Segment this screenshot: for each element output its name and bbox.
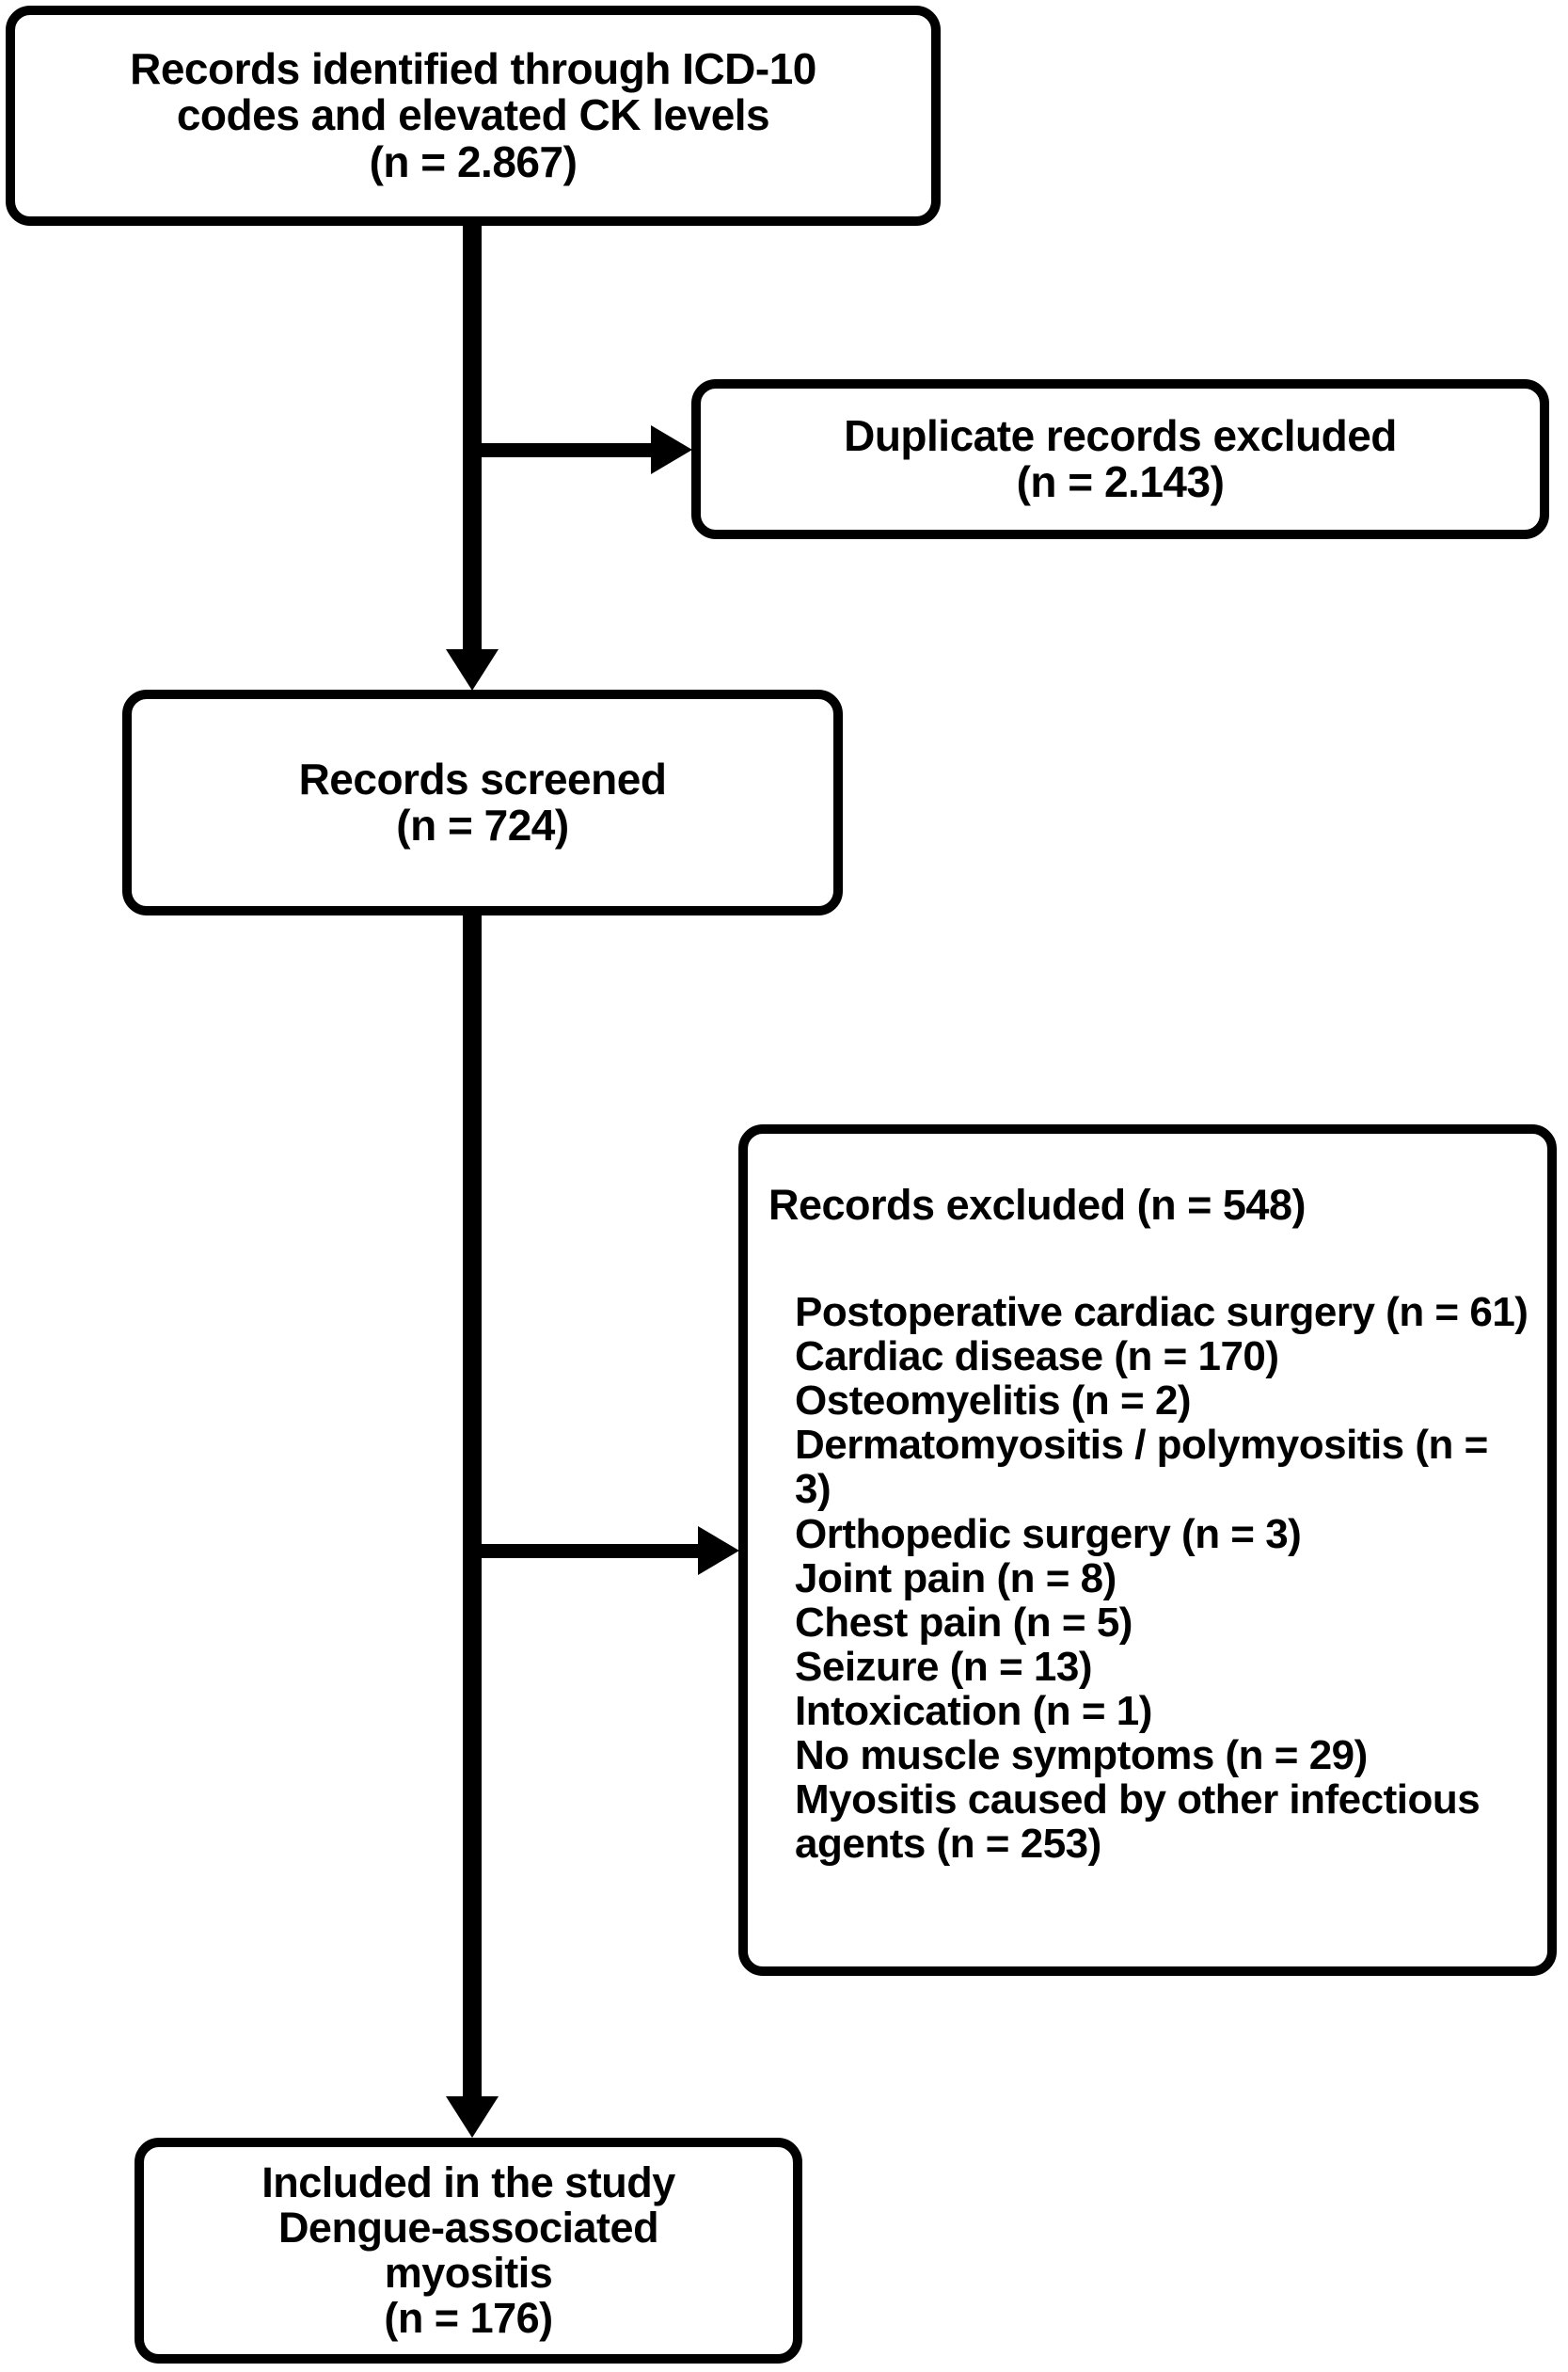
excluded-reason-item: Intoxication (n = 1) [795,1687,1152,1734]
excluded-reason-item: Seizure (n = 13) [795,1643,1093,1690]
arrowhead-down-icon [446,649,499,691]
box-records-screened: Records screened (n = 724) [122,690,843,915]
box-duplicate-records-excluded: Duplicate records excluded (n = 2.143) [691,379,1549,539]
excluded-reason-item: Cardiac disease (n = 170) [795,1333,1279,1380]
arrowhead-right-icon [651,425,692,474]
excluded-title: Records excluded (n = 548) [768,1181,1306,1229]
connector-screened-to-included-line [463,915,482,2096]
excluded-reason-item: Dermatomyositis / polymyositis (n = 3) [795,1422,1488,1513]
box-text-line: (n = 176) [384,2294,553,2343]
connector-identified-to-screened-line [463,224,482,649]
arrowhead-down-icon [446,2096,499,2138]
box-text-line: codes and elevated CK levels [176,90,770,140]
excluded-reasons-list: Postoperative cardiac surgery (n = 61) C… [795,1290,1528,1866]
excluded-reason-item: Osteomyelitis (n = 2) [795,1377,1192,1425]
box-text-line: Included in the study [261,2157,675,2206]
box-text-line: myositis [384,2249,553,2297]
excluded-reason-item: Chest pain (n = 5) [795,1599,1132,1646]
connector-branch-to-duplicates-line [472,443,653,457]
connector-branch-to-excluded-line [472,1544,698,1558]
box-text-line: Dengue-associated [277,2203,659,2252]
excluded-reason-item: Joint pain (n = 8) [795,1554,1117,1601]
box-text-line: Duplicate records excluded [844,410,1397,460]
excluded-reason-item: Myositis caused by other infectious agen… [795,1776,1481,1868]
box-text-line: (n = 2.867) [369,136,578,186]
arrowhead-right-icon [698,1526,739,1575]
box-text-line: (n = 724) [396,801,569,850]
excluded-reason-item: Postoperative cardiac surgery (n = 61) [795,1289,1528,1336]
box-text-line: (n = 2.143) [1016,457,1225,506]
box-records-identified: Records identified through ICD-10 codes … [6,6,941,226]
excluded-reason-item: No muscle symptoms (n = 29) [795,1731,1368,1778]
excluded-reason-item: Orthopedic surgery (n = 3) [795,1510,1302,1557]
box-text-line: Records identified through ICD-10 [130,44,816,94]
box-included-in-study: Included in the study Dengue-associated … [135,2138,802,2364]
box-text-line: Records screened [298,754,667,804]
box-records-excluded: Records excluded (n = 548) Postoperative… [738,1124,1557,1976]
